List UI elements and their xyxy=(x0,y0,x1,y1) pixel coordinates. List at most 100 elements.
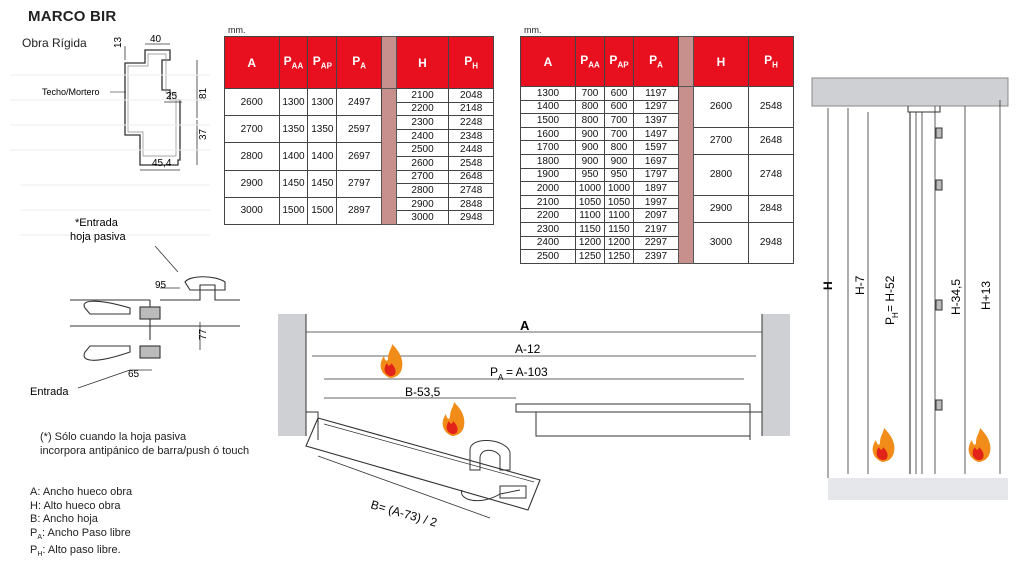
table-cell: 3000 xyxy=(395,210,450,225)
table-cell: 2400 xyxy=(520,235,576,251)
table-cell: 1697 xyxy=(633,153,679,169)
elev-dim-h13: H+13 xyxy=(979,281,993,310)
table-cell: 1450 xyxy=(307,169,338,198)
table-cell: 950 xyxy=(604,167,634,183)
table-cell: 2048 xyxy=(448,88,494,103)
table-cell: 900 xyxy=(575,153,605,169)
table-cell: 800 xyxy=(604,140,634,155)
table-cell: 1100 xyxy=(604,208,634,223)
table-cell: 1450 xyxy=(278,169,309,198)
page-subtitle: Obra Rígida xyxy=(22,36,87,50)
table-cell: 1300 xyxy=(278,87,309,117)
table-cell: 1150 xyxy=(604,221,634,237)
elev-dim-h345: H-34,5 xyxy=(949,279,963,315)
table-cell: 2948 xyxy=(448,210,494,225)
t2-separator xyxy=(678,36,694,87)
table-cell: 900 xyxy=(575,140,605,155)
table-cell: 800 xyxy=(575,99,605,115)
table-cell: 700 xyxy=(604,113,634,128)
table-cell: 1000 xyxy=(604,181,634,196)
dim-45: 45,4 xyxy=(152,158,172,169)
t1-header-a: A xyxy=(224,36,280,89)
table-cell: 2500 xyxy=(395,142,450,157)
elev-dim-h7: H-7 xyxy=(853,275,867,295)
table-cell: 1600 xyxy=(520,126,576,142)
table-cell: 1497 xyxy=(633,126,679,142)
table-cell: 2900 xyxy=(224,169,280,198)
table-cell: 900 xyxy=(575,126,605,142)
table-cell: 1200 xyxy=(604,235,634,251)
table-cell: 2748 xyxy=(748,153,794,196)
dim-65: 65 xyxy=(128,369,140,380)
table1-unit: mm. xyxy=(228,25,246,35)
table-cell: 1000 xyxy=(575,181,605,196)
table-cell: 2797 xyxy=(336,169,382,198)
plan-dim-pa-expr: = A-103 xyxy=(506,365,548,379)
table-cell: 1700 xyxy=(520,140,576,155)
note-hoja-pasiva: hoja pasiva xyxy=(70,231,127,243)
table-cell: 2200 xyxy=(520,208,576,223)
dim-40: 40 xyxy=(150,34,162,45)
t1-header-paa: PAA xyxy=(278,36,309,89)
table-cell: 2397 xyxy=(633,249,679,264)
table-cell: 1500 xyxy=(307,196,338,225)
table-cell: 800 xyxy=(575,113,605,128)
table-cell: 900 xyxy=(604,153,634,169)
table-cell: 1350 xyxy=(307,115,338,144)
table-cell: 2600 xyxy=(395,155,450,171)
legend-a: A: Ancho hueco obra xyxy=(30,486,133,498)
t2-header-ph: PH xyxy=(748,36,794,87)
dim-13: 13 xyxy=(113,36,124,48)
table-cell: 2848 xyxy=(448,196,494,212)
table-cell: 1400 xyxy=(307,142,338,171)
t1-header-ph: PH xyxy=(448,36,494,89)
label-techo-mortero: Techo/Mortero xyxy=(42,87,100,97)
table-cell: 2800 xyxy=(395,183,450,198)
label-entrada: Entrada xyxy=(30,386,69,398)
table-separator xyxy=(678,86,694,264)
table-cell: 2697 xyxy=(336,142,382,171)
table-cell: 2448 xyxy=(448,142,494,157)
table-cell: 2800 xyxy=(224,142,280,171)
hinge-detail xyxy=(70,245,240,389)
plan-dim-a: A xyxy=(520,318,530,333)
table-cell: 2300 xyxy=(520,221,576,237)
table-cell: 1400 xyxy=(520,99,576,115)
table-cell: 700 xyxy=(575,86,605,101)
elevation-view xyxy=(811,77,1009,500)
elev-dim-h: H xyxy=(821,281,835,290)
table-cell: 1250 xyxy=(575,249,605,264)
table-cell: 2197 xyxy=(633,221,679,237)
t2-header-a: A xyxy=(520,36,576,87)
table-cell: 2500 xyxy=(520,249,576,264)
legend: A: Ancho hueco obra H: Alto hueco obra B… xyxy=(30,486,132,562)
table-cell: 600 xyxy=(604,86,634,101)
flame-icon xyxy=(442,402,465,436)
elev-dim-ph-label: P xyxy=(883,317,897,325)
table-cell: 2097 xyxy=(633,208,679,223)
table-cell: 1350 xyxy=(278,115,309,144)
flame-icon xyxy=(380,344,403,378)
t1-header-pap: PAP xyxy=(307,36,338,89)
note-entrada: *Entrada xyxy=(75,217,119,229)
page-title: MARCO BIR xyxy=(28,8,117,25)
table-cell: 2900 xyxy=(395,196,450,212)
table-cell: 2748 xyxy=(448,183,494,198)
table-cell: 1800 xyxy=(520,153,576,169)
table-cell: 2648 xyxy=(448,169,494,185)
table-cell: 1300 xyxy=(307,87,338,117)
legend-pa: PA: Ancho Paso libre xyxy=(30,526,131,541)
table-cell: 1597 xyxy=(633,140,679,155)
legend-b: B: Ancho hoja xyxy=(30,513,98,525)
